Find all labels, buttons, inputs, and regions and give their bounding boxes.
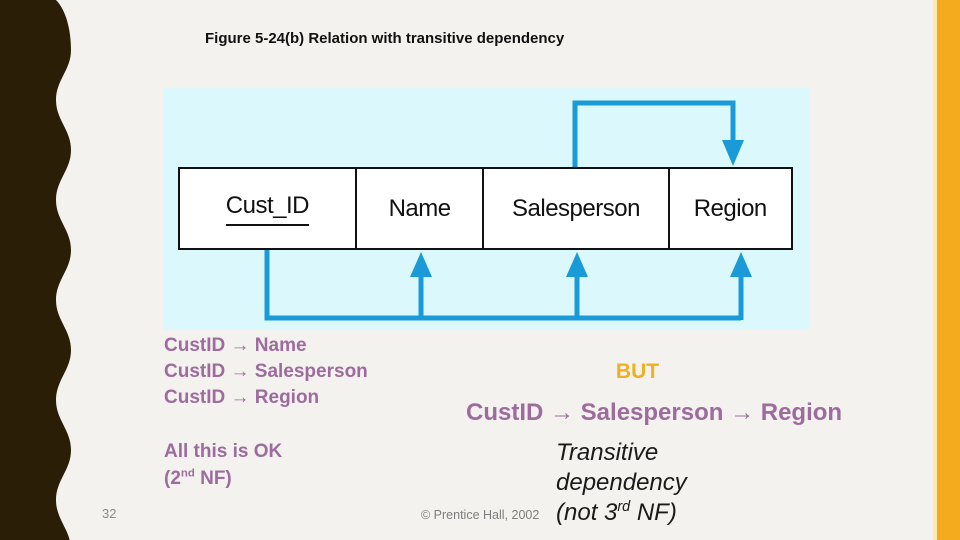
ok-note-line2: (2nd NF)	[164, 467, 232, 489]
gold-accent-strip	[933, 0, 937, 540]
page-number: 32	[102, 506, 117, 521]
dependency-list: CustID → Name CustID → Salesperson CustI…	[164, 333, 368, 411]
transitive-chain: CustID → Salesperson → Region	[466, 399, 843, 426]
key-dependency-arrows-bottom	[264, 250, 744, 321]
table-cell-region: Region	[667, 169, 791, 248]
arrowhead-down-icon	[722, 140, 744, 166]
but-label: BUT	[615, 360, 660, 383]
table-cell-name: Name	[354, 169, 483, 248]
ok-note: All this is OK (2nd NF)	[164, 438, 282, 492]
table-cell-cust-id: Cust_ID	[180, 169, 355, 248]
relation-table: Cust_ID Name Salesperson Region	[178, 167, 793, 250]
arrowhead-up-icons	[410, 252, 752, 277]
figure-caption: Figure 5-24(b) Relation with transitive …	[205, 30, 565, 47]
gold-side-bar	[937, 0, 960, 540]
transitive-note-line2: dependency	[556, 469, 687, 496]
dependency-arrows-graphic	[264, 100, 752, 321]
copyright-text: © Prentice Hall, 2002	[421, 508, 540, 522]
ok-note-line1: All this is OK	[164, 441, 283, 462]
transitive-note: Transitive dependency (not 3rd NF)	[556, 438, 687, 528]
dependency-item: CustID → Salesperson	[164, 361, 368, 382]
table-cell-salesperson: Salesperson	[482, 169, 667, 248]
figure-panel: Cust_ID Name Salesperson Region	[163, 88, 810, 330]
transitive-note-line3: (not 3rd NF)	[556, 499, 677, 526]
transitive-arrow-top	[572, 100, 736, 167]
dependency-item: CustID → Region	[164, 387, 320, 408]
dependency-item: CustID → Name	[164, 335, 307, 356]
primary-key-label: Cust_ID	[225, 192, 309, 226]
wave-edge-decoration	[0, 0, 71, 540]
transitive-note-line1: Transitive	[556, 439, 659, 466]
